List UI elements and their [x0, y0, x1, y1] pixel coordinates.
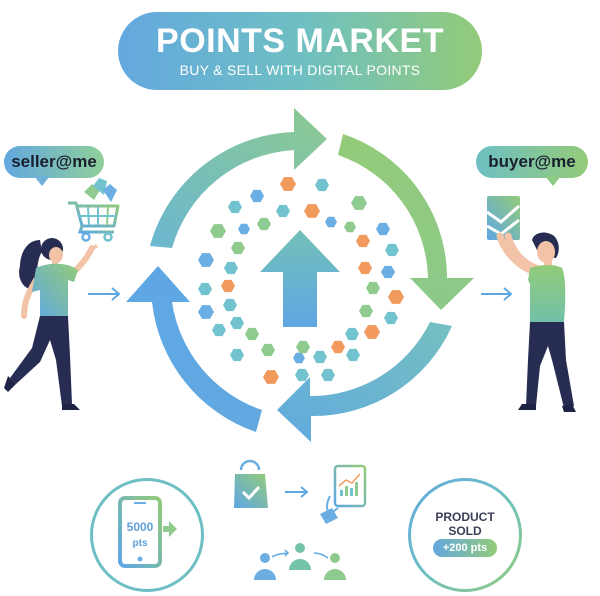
cycle-arrows: [126, 108, 474, 442]
hexagon-teal: [223, 298, 237, 312]
hexagon-orange: [263, 370, 279, 384]
hexagon-teal: [384, 311, 398, 325]
hexagon-green: [344, 221, 356, 233]
hexagon-blue: [293, 352, 305, 364]
hexagon-blue: [250, 189, 264, 203]
hexagon-teal: [230, 348, 244, 362]
hexagon-orange: [304, 204, 320, 218]
hexagon-green: [366, 281, 380, 295]
bonus-points-pill: +200 pts: [433, 539, 497, 557]
hexagon-green: [351, 196, 367, 210]
cycle-arrow-left: [126, 266, 262, 432]
seller-to-cycle-arrow-icon: [88, 287, 121, 301]
hexagon-teal: [224, 261, 238, 275]
product-sold-title: PRODUCT SOLD: [411, 510, 519, 538]
hexagon-orange: [331, 340, 345, 354]
buyer-person: [496, 232, 576, 412]
title-banner: POINTS MARKET BUY & SELL WITH DIGITAL PO…: [118, 12, 482, 90]
hexagon-teal: [230, 316, 244, 330]
hexagon-blue: [198, 305, 214, 319]
cycle-to-buyer-arrow-icon: [481, 287, 513, 301]
seller-person: [4, 238, 98, 410]
hexagon-teal: [313, 350, 327, 364]
up-arrow-icon: [260, 230, 340, 327]
hexagon-ring: [198, 177, 404, 384]
sold-line2: SOLD: [448, 524, 482, 538]
hexagon-teal: [228, 200, 242, 214]
hexagon-blue: [238, 223, 250, 235]
hexagon-green: [210, 224, 226, 238]
hexagon-blue: [325, 216, 337, 228]
hexagon-orange: [364, 325, 380, 339]
hexagon-green: [231, 241, 245, 255]
hexagon-green: [257, 217, 271, 231]
banner-subtitle: BUY & SELL WITH DIGITAL POINTS: [179, 62, 421, 78]
seller-bubble-tail: [34, 176, 50, 186]
flow-arrow-icon: [285, 486, 309, 498]
hexagon-teal: [321, 368, 335, 382]
hexagon-teal: [198, 282, 212, 296]
document-chart-icon: [486, 196, 520, 240]
product-sold-badge: PRODUCT SOLD +200 pts: [408, 478, 522, 592]
wallet-points-badge: [90, 478, 204, 592]
hexagon-orange: [358, 261, 372, 275]
hexagon-blue: [381, 265, 395, 279]
hexagon-teal: [295, 368, 309, 382]
hexagon-orange: [221, 279, 235, 293]
seller-bubble: seller@me: [4, 146, 104, 178]
cycle-arrow-top: [150, 108, 327, 248]
hexagon-teal: [345, 327, 359, 341]
hexagon-blue: [198, 253, 214, 267]
sold-line1: PRODUCT: [435, 510, 495, 524]
hexagon-green: [296, 340, 310, 354]
buyer-bubble: buyer@me: [476, 146, 588, 178]
hexagon-teal: [212, 323, 226, 337]
hexagon-green: [261, 343, 275, 357]
hexagon-teal: [276, 204, 290, 218]
hexagon-teal: [385, 243, 399, 257]
cycle-arrow-right: [338, 134, 474, 310]
tablet-chart-icon: [320, 464, 367, 524]
cycle-arrow-bottom: [277, 322, 452, 442]
hexagon-orange: [356, 234, 370, 248]
buyer-bubble-tail: [545, 176, 561, 186]
hexagon-teal: [315, 178, 329, 192]
banner-title: POINTS MARKET: [156, 22, 444, 60]
shopping-bag-check-icon: [234, 459, 268, 508]
shopping-cart-icon: [68, 178, 120, 242]
hexagon-orange: [280, 177, 296, 191]
hexagon-green: [359, 304, 373, 318]
hexagon-teal: [346, 348, 360, 362]
hexagon-orange: [388, 290, 404, 304]
hexagon-green: [245, 327, 259, 341]
user-transfer-icon: [254, 543, 346, 580]
hexagon-blue: [376, 222, 390, 236]
